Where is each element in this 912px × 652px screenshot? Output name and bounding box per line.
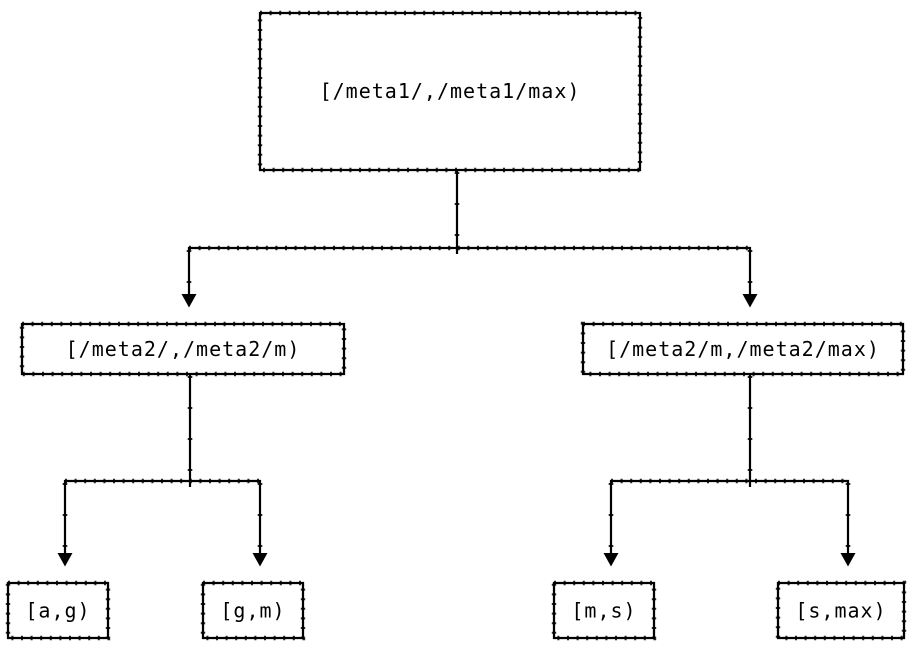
node-right-box-ticks	[580, 321, 906, 377]
node-right: [/meta2/m,/meta2/max)	[580, 321, 906, 377]
arrow-down-icon	[742, 294, 758, 308]
leaf-a-g-box-ticks	[5, 580, 111, 641]
leaf-a-g-box	[6, 581, 110, 640]
connector-left-to-leaves	[63, 374, 262, 554]
leaf-g-m-box-ticks	[200, 580, 306, 641]
connector-root-to-children	[187, 170, 752, 296]
connector-right-to-leaves	[609, 374, 850, 554]
leaf-a-g: [a,g)	[5, 580, 111, 641]
leaf-g-m: [g,m)	[200, 580, 306, 641]
node-left-box	[20, 322, 346, 376]
node-right-label: [/meta2/m,/meta2/max)	[606, 337, 880, 361]
arrow-down-icon	[840, 553, 856, 567]
leaf-m-s-box-ticks	[551, 580, 657, 641]
arrow-down-icon	[252, 553, 268, 567]
leaf-m-s: [m,s)	[551, 580, 657, 641]
leaf-g-m-label: [g,m)	[220, 599, 285, 623]
node-root: [/meta1/,/meta1/max)	[257, 10, 643, 173]
node-root-box	[258, 11, 642, 172]
leaf-m-s-box	[552, 581, 656, 640]
leaf-s-max-label: [s,max)	[795, 599, 886, 623]
node-root-label: [/meta1/,/meta1/max)	[320, 79, 581, 103]
leaf-s-max-box	[776, 581, 906, 640]
connector-horizontal-ticks	[65, 245, 848, 484]
leaf-s-max: [s,max)	[775, 580, 907, 641]
arrow-down-icon	[603, 553, 619, 567]
arrowheads	[57, 294, 856, 567]
leaf-m-s-label: [m,s)	[571, 599, 636, 623]
node-left-box-ticks	[19, 321, 347, 377]
leaf-a-g-label: [a,g)	[25, 599, 90, 623]
arrow-down-icon	[57, 553, 73, 567]
arrow-down-icon	[181, 294, 197, 308]
node-left-label: [/meta2/,/meta2/m)	[66, 337, 301, 361]
node-left: [/meta2/,/meta2/m)	[19, 321, 347, 377]
connectors	[62, 170, 851, 554]
